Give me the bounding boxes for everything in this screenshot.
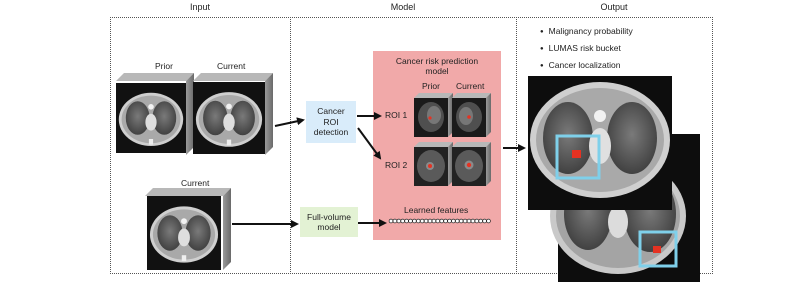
feature-node bbox=[431, 218, 437, 224]
bullet-cancer-localization: Cancer localization bbox=[540, 58, 633, 75]
feature-node bbox=[412, 218, 417, 224]
prior-ct-volume bbox=[116, 73, 194, 155]
feature-node bbox=[486, 218, 491, 224]
input-current-single-label: Current bbox=[181, 178, 210, 188]
output-ct-slice-front bbox=[528, 76, 672, 210]
roi-prior-label: Prior bbox=[422, 81, 440, 91]
feature-node bbox=[439, 218, 444, 224]
roi2-current-crop bbox=[452, 142, 491, 186]
input-section-title: Input bbox=[189, 2, 211, 12]
full-volume-line-2: model bbox=[317, 222, 341, 232]
output-bullet-list: Malignancy probability LUMAS risk bucket… bbox=[540, 24, 633, 75]
feature-node bbox=[451, 218, 456, 224]
feature-node bbox=[400, 218, 405, 224]
feature-node bbox=[447, 218, 452, 224]
feature-node bbox=[455, 218, 460, 224]
feature-node bbox=[419, 218, 425, 224]
feature-node bbox=[478, 218, 483, 224]
roi1-label: ROI 1 bbox=[385, 110, 408, 120]
input-current-label: Current bbox=[217, 61, 246, 71]
output-section-title: Output bbox=[600, 2, 628, 12]
current-ct-volume bbox=[193, 73, 273, 155]
feature-node bbox=[416, 218, 421, 224]
risk-title-line-2: model bbox=[425, 66, 449, 76]
learned-features-label: Learned features bbox=[404, 205, 469, 215]
feature-node bbox=[462, 218, 468, 224]
feature-node bbox=[404, 218, 409, 224]
roi2-label: ROI 2 bbox=[385, 160, 408, 170]
bullet-malignancy-probability: Malignancy probability bbox=[540, 24, 633, 41]
roi-detection-line-1: Cancer bbox=[317, 106, 345, 117]
bullet-lumas-risk-bucket: LUMAS risk bucket bbox=[540, 41, 633, 58]
roi2-prior-crop bbox=[414, 142, 453, 186]
risk-title-line-1: Cancer risk prediction bbox=[395, 55, 479, 66]
model-section-title: Model bbox=[390, 2, 416, 12]
current-ct-volume-single bbox=[145, 188, 231, 270]
feature-node bbox=[443, 218, 448, 224]
feature-node bbox=[392, 218, 398, 224]
roi-current-label: Current bbox=[456, 81, 485, 91]
feature-node bbox=[423, 218, 429, 224]
feature-node bbox=[427, 218, 433, 224]
feature-node bbox=[470, 218, 476, 224]
learned-features-vector bbox=[388, 218, 491, 224]
roi1-prior-crop bbox=[414, 93, 453, 137]
roi-detection-line-3: detection bbox=[313, 127, 349, 138]
feature-node bbox=[388, 218, 394, 224]
roi-detection-box: Cancer ROI detection bbox=[306, 101, 356, 143]
roi1-current-crop bbox=[452, 93, 491, 137]
risk-panel-title: Cancer risk prediction model bbox=[373, 54, 501, 78]
roi-detection-line-2: ROI bbox=[323, 116, 339, 127]
feature-node bbox=[482, 218, 487, 224]
feature-node bbox=[408, 218, 413, 224]
input-prior-label: Prior bbox=[155, 61, 173, 71]
feature-node bbox=[474, 218, 480, 224]
full-volume-model-box: Full-volume model bbox=[300, 207, 358, 237]
feature-node bbox=[458, 218, 464, 224]
feature-node bbox=[466, 218, 472, 224]
feature-node bbox=[396, 218, 402, 224]
feature-node bbox=[435, 218, 441, 224]
full-volume-line-1: Full-volume bbox=[307, 211, 351, 222]
